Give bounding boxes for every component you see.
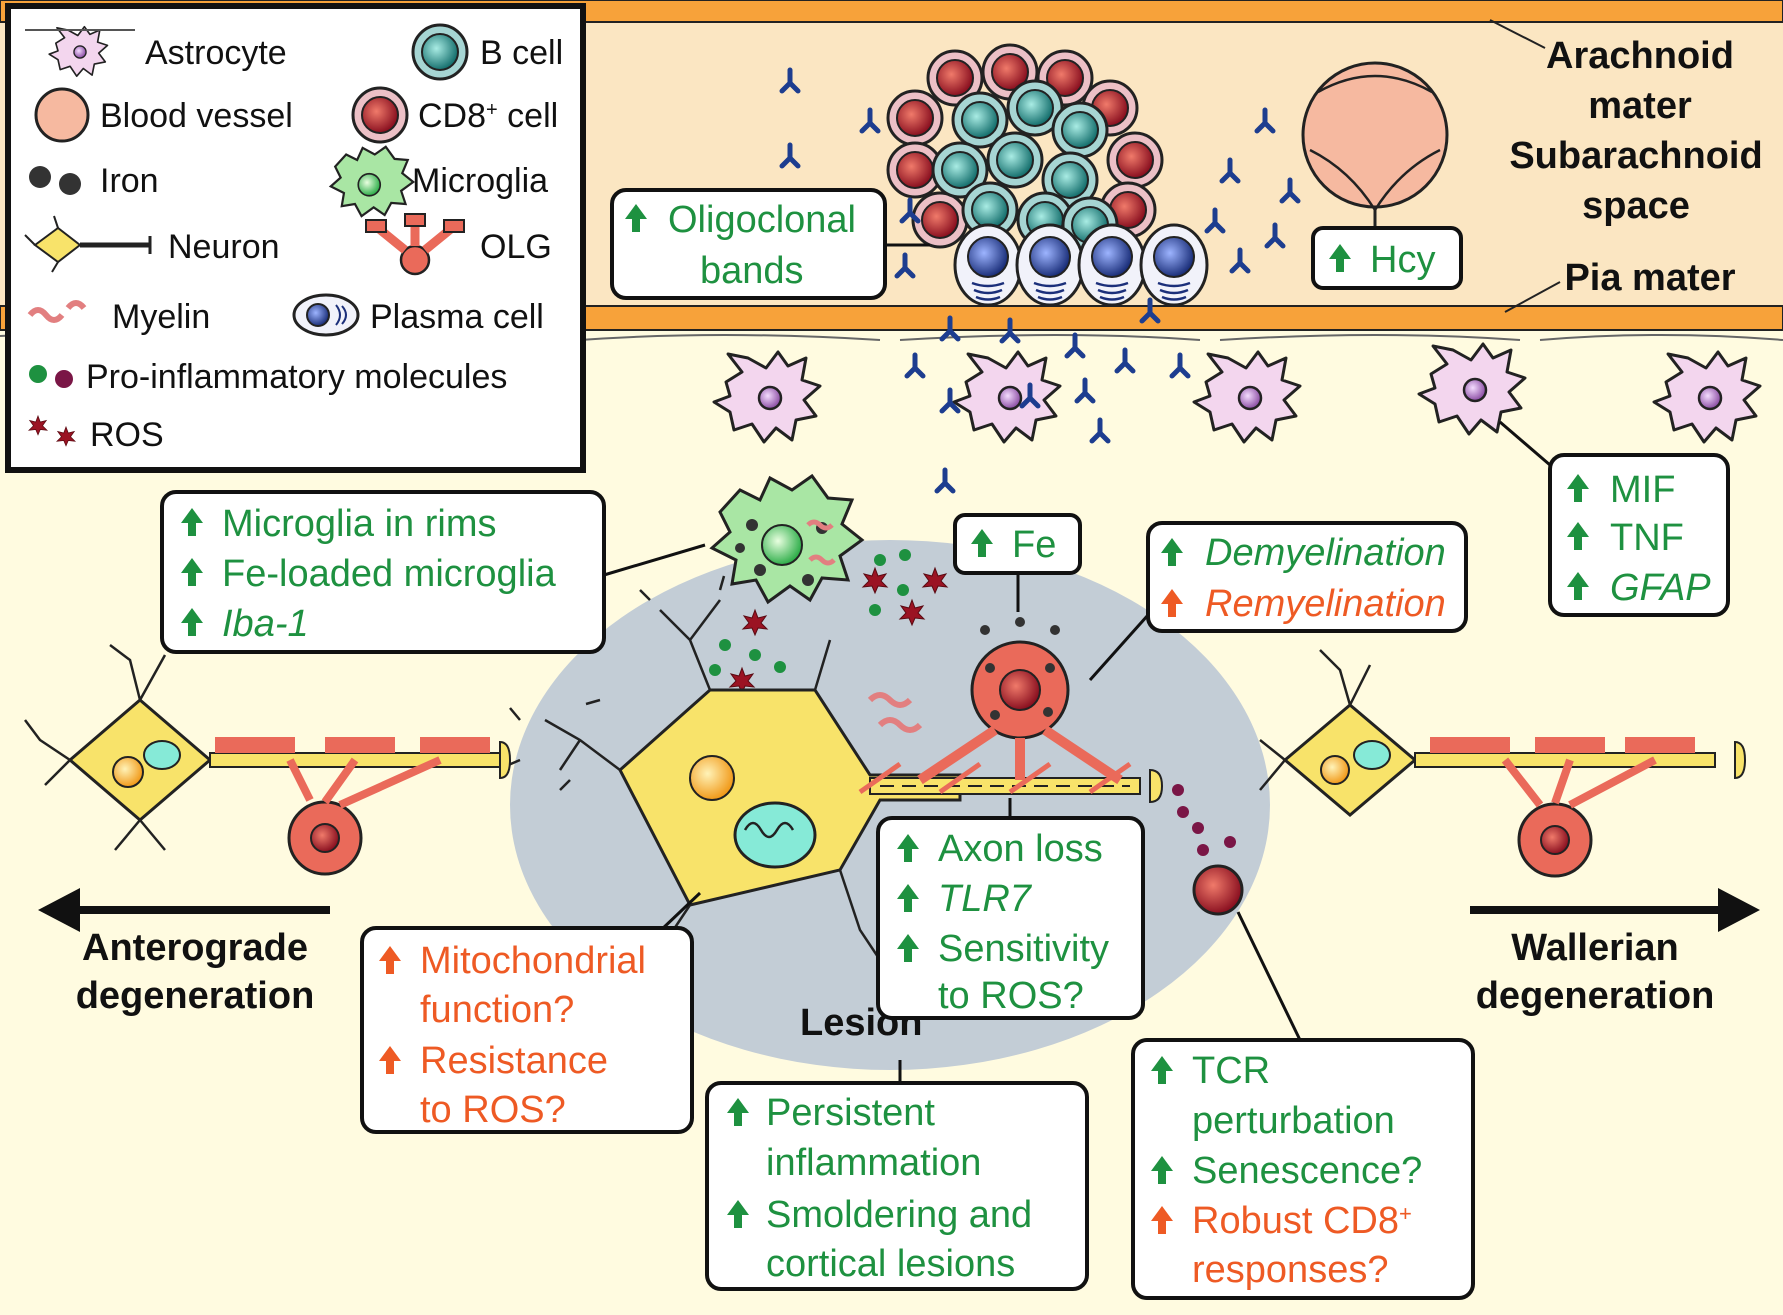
fe-label: Fe	[1012, 524, 1056, 566]
wallerian-label-2: degeneration	[1476, 975, 1715, 1017]
to-ros-label: to ROS?	[420, 1089, 566, 1131]
hcy-box: Hcy	[1311, 226, 1463, 290]
legend-cd8: CD8+ cell	[418, 97, 558, 135]
legend-pro-inflammatory: Pro-inflammatory molecules	[86, 358, 507, 396]
legend-microglia: Microglia	[412, 162, 548, 200]
perturbation-label: perturbation	[1192, 1100, 1395, 1142]
plasma-cell	[1077, 223, 1147, 307]
smoldering-label: Smoldering and	[766, 1194, 1032, 1236]
b-cell	[1051, 101, 1109, 159]
microglia-rims-label: Microglia in rims	[222, 503, 496, 545]
cd8-cell	[911, 191, 969, 249]
sensitivity-label: Sensitivity	[938, 928, 1109, 970]
microglia	[709, 473, 865, 605]
legend-b-cell: B cell	[480, 34, 563, 72]
tnf-label: TNF	[1610, 517, 1684, 559]
axon-box: Axon loss TLR7 Sensitivity to ROS?	[876, 798, 1145, 1020]
demyelination-label: Demyelination	[1205, 532, 1446, 574]
oligoclonal-box: Oligoclonal bands	[610, 188, 930, 300]
pia-mater-label: Pia mater	[1564, 257, 1735, 299]
legend-neuron: Neuron	[168, 228, 280, 266]
plasma-cell	[953, 223, 1023, 307]
arachnoid-label-2: mater	[1588, 85, 1692, 127]
legend-b-cell-icon	[411, 23, 469, 81]
myelination-box: Demyelination Remyelination	[1088, 521, 1468, 681]
tcell-box: TCR perturbation Senescence? Robust CD8+…	[1131, 911, 1475, 1300]
lesion-olg	[917, 617, 1123, 785]
cd8-cell	[886, 89, 944, 147]
subarachnoid-label-1: Subarachnoid	[1509, 135, 1762, 177]
neuron-box: Mitochondrial function? Resistance to RO…	[360, 891, 702, 1134]
damaged-axon	[858, 761, 1164, 804]
tlr7-label: TLR7	[938, 878, 1033, 920]
fe-loaded-microglia-label: Fe-loaded microglia	[222, 553, 557, 595]
senescence-label: Senescence?	[1192, 1150, 1422, 1192]
left-neuron	[24, 644, 512, 876]
legend-neuron-icon	[24, 215, 152, 273]
to-ros-axon-label: to ROS?	[938, 975, 1084, 1017]
iba1-label: Iba-1	[222, 603, 309, 645]
plasma-cell	[1139, 223, 1209, 307]
legend-ros: ROS	[90, 416, 164, 454]
legend-olg: OLG	[480, 228, 552, 266]
blood-vessel	[1301, 61, 1449, 228]
b-cell	[986, 131, 1044, 189]
inflammation-label: inflammation	[766, 1142, 981, 1184]
legend-cd8-icon	[351, 86, 409, 144]
legend-myelin: Myelin	[112, 298, 210, 336]
cd8-cell	[1106, 131, 1164, 189]
anterograde-label-2: degeneration	[76, 975, 315, 1017]
subarachnoid-label-2: space	[1582, 185, 1690, 227]
legend-astrocyte: Astrocyte	[145, 34, 287, 72]
wallerian-arrowhead	[1718, 888, 1760, 932]
function-label: function?	[420, 989, 574, 1031]
legend: Astrocyte B cell Blood vessel CD8+ cell …	[5, 3, 586, 473]
cortical-lesions-label: cortical lesions	[766, 1243, 1015, 1285]
legend-plasma-cell-icon	[292, 293, 360, 337]
legend-microglia-icon	[328, 145, 416, 218]
mitochondrial-label: Mitochondrial	[420, 940, 646, 982]
legend-iron-icon	[29, 166, 51, 188]
legend-blood-vessel: Blood vessel	[100, 97, 293, 135]
cd8-cell-lesion	[1192, 864, 1244, 916]
persistent-label: Persistent	[766, 1092, 935, 1134]
remyelination-label: Remyelination	[1205, 583, 1446, 625]
wallerian-label-1: Wallerian	[1511, 927, 1679, 969]
right-neuron	[1259, 649, 1747, 878]
lesion-neuron	[505, 575, 962, 978]
microglia-box: Microglia in rims Fe-loaded microglia Ib…	[160, 490, 706, 654]
plasma-cell	[1015, 223, 1085, 307]
tcr-label: TCR	[1192, 1050, 1270, 1092]
legend-blood-vessel-icon	[34, 87, 90, 143]
legend-olg-icon	[365, 213, 465, 276]
ros-and-inflammatory-molecules	[709, 549, 1236, 856]
mif-label: MIF	[1610, 469, 1675, 511]
anterograde-arrowhead	[38, 888, 80, 932]
legend-pro-inflammatory-icon	[29, 365, 47, 383]
legend-iron: Iron	[100, 162, 159, 200]
hcy-label: Hcy	[1370, 239, 1435, 281]
oligoclonal-line1: Oligoclonal	[668, 199, 856, 241]
legend-myelin-icon	[27, 300, 87, 323]
astrocyte-markers-box: MIF TNF GFAP	[1499, 420, 1730, 617]
responses-label: responses?	[1192, 1249, 1388, 1291]
axon-loss-label: Axon loss	[938, 828, 1103, 870]
resistance-label: Resistance	[420, 1040, 608, 1082]
oligoclonal-line2: bands	[700, 250, 804, 292]
gfap-label: GFAP	[1610, 567, 1711, 609]
anterograde-label-1: Anterograde	[82, 927, 308, 969]
lesion-box: Persistent inflammation Smoldering and c…	[705, 1060, 1089, 1291]
fe-box: Fe	[953, 513, 1082, 612]
robust-cd8-label: Robust CD8+	[1192, 1200, 1412, 1242]
legend-plasma-cell: Plasma cell	[370, 298, 544, 336]
arachnoid-label-1: Arachnoid	[1546, 35, 1734, 77]
myelin-debris	[867, 692, 923, 733]
